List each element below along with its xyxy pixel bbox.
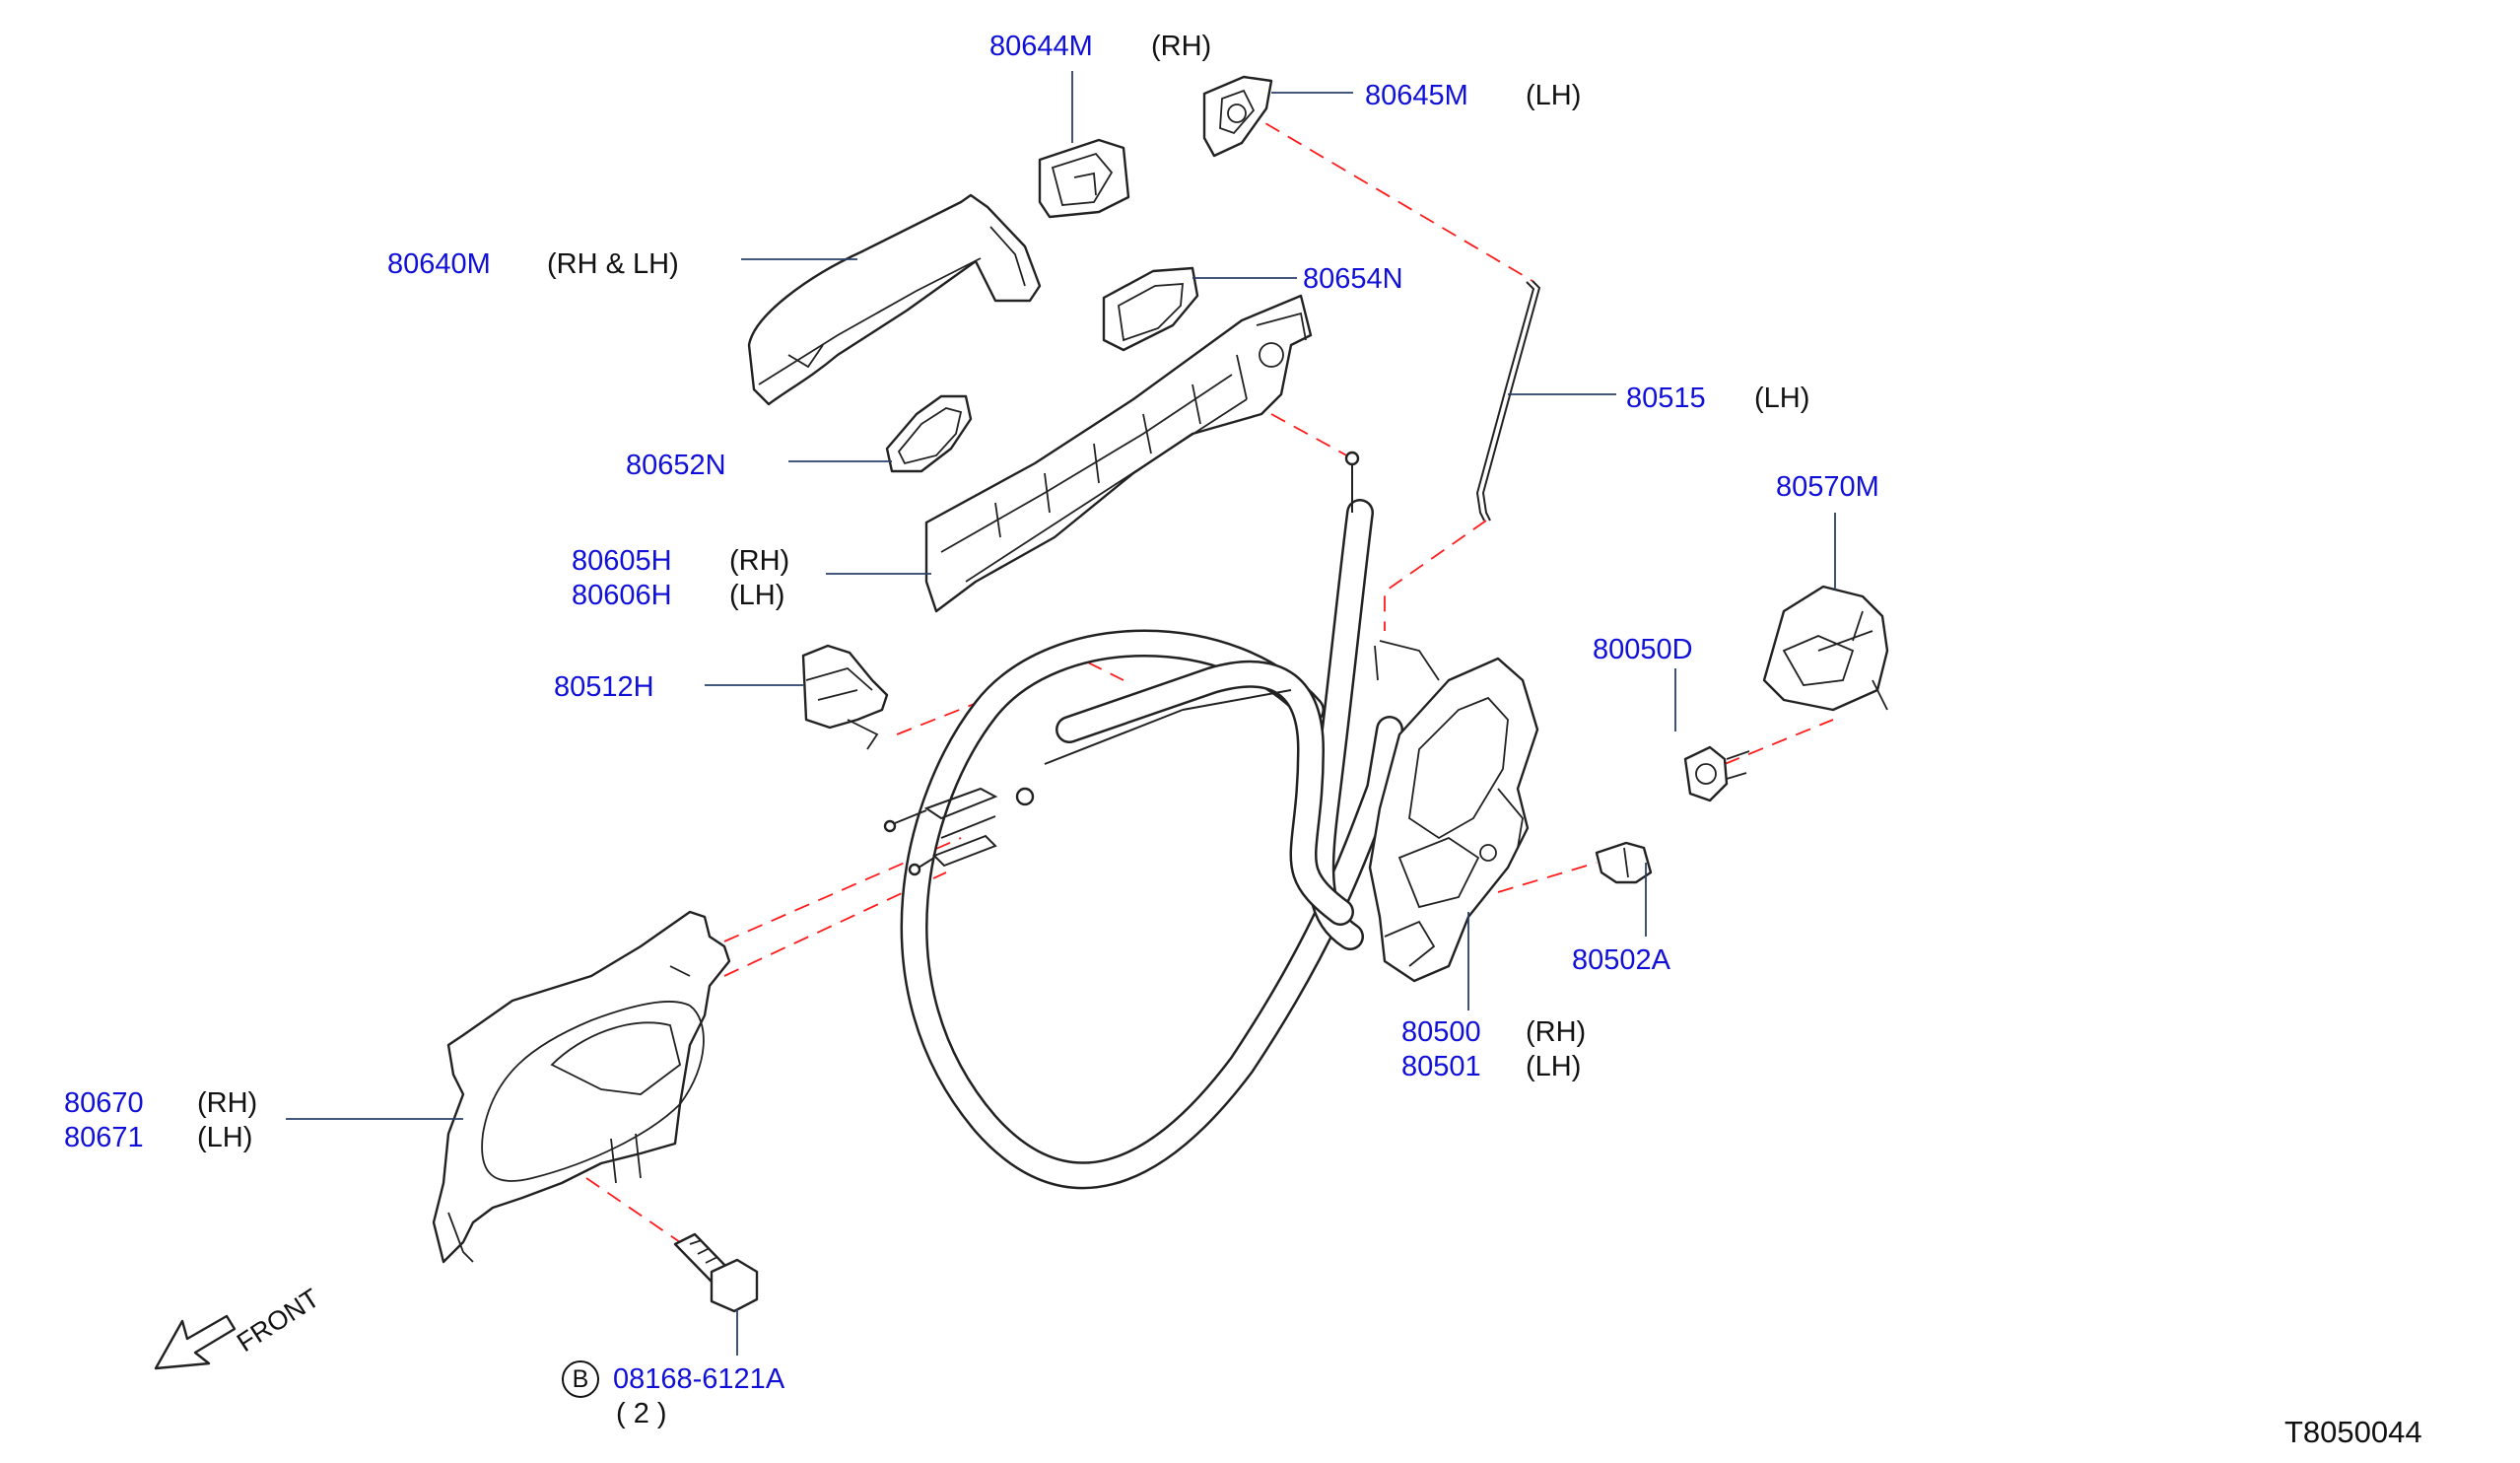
part-number-80652N[interactable]: 80652N (626, 450, 726, 481)
part-80605H-drawing (924, 294, 1313, 613)
part-number-80605H[interactable]: 80605H (572, 545, 672, 577)
part-80644M-drawing (1038, 138, 1130, 219)
part-number-80515[interactable]: 80515 (1626, 383, 1706, 414)
part-number-80500[interactable]: 80500 (1401, 1016, 1481, 1048)
leader-lines (286, 71, 1836, 1356)
front-arrow-icon (154, 1314, 237, 1370)
cable-ends (883, 451, 1360, 876)
diagram-reference: T8050044 (2284, 1415, 2422, 1449)
part-number-80645M[interactable]: 80645M (1365, 80, 1468, 111)
side-80670: (RH) (197, 1087, 258, 1119)
part-number-80654N[interactable]: 80654N (1303, 263, 1403, 295)
side-80671: (LH) (197, 1122, 253, 1153)
part-number-80671[interactable]: 80671 (64, 1122, 144, 1153)
part-number-80502A[interactable]: 80502A (1572, 944, 1670, 976)
side-80515: (LH) (1754, 383, 1810, 414)
part-number-80570M[interactable]: 80570M (1776, 471, 1879, 503)
part-80654N-drawing (1102, 266, 1199, 352)
side-80605H: (RH) (729, 545, 790, 577)
side-80644M: (RH) (1151, 31, 1212, 62)
side-80501: (LH) (1526, 1051, 1582, 1082)
side-80640M: (RH & LH) (547, 248, 679, 280)
part-80515-drawing (1475, 280, 1541, 522)
bolt-08168-6121A-drawing (673, 1232, 759, 1313)
part-number-bolt[interactable]: 08168-6121A (613, 1363, 785, 1395)
part-80050D-drawing (1683, 745, 1750, 802)
part-number-80501[interactable]: 80501 (1401, 1051, 1481, 1082)
part-number-80640M[interactable]: 80640M (387, 248, 491, 280)
part-80640M-drawing (747, 193, 1042, 406)
bolt-b-circle-icon: B (562, 1360, 599, 1398)
part-80570M-drawing (1762, 585, 1889, 712)
part-number-80644M[interactable]: 80644M (989, 31, 1093, 62)
part-80645M-drawing (1202, 75, 1273, 158)
part-80512H-drawing (801, 644, 889, 750)
side-80645M: (LH) (1526, 80, 1582, 111)
part-number-80670[interactable]: 80670 (64, 1087, 144, 1119)
part-number-80606H[interactable]: 80606H (572, 580, 672, 611)
side-80500: (RH) (1526, 1016, 1587, 1048)
side-80606H: (LH) (729, 580, 785, 611)
part-80500-drawing (1368, 640, 1539, 983)
bolt-quantity: ( 2 ) (616, 1398, 667, 1429)
part-80652N-drawing (885, 394, 973, 473)
part-number-80512H[interactable]: 80512H (554, 671, 654, 703)
part-80670-drawing (432, 910, 731, 1264)
part-80502A-drawing (1595, 841, 1653, 884)
door-cable-loop (900, 499, 1403, 1190)
part-number-80050D[interactable]: 80050D (1593, 634, 1693, 665)
